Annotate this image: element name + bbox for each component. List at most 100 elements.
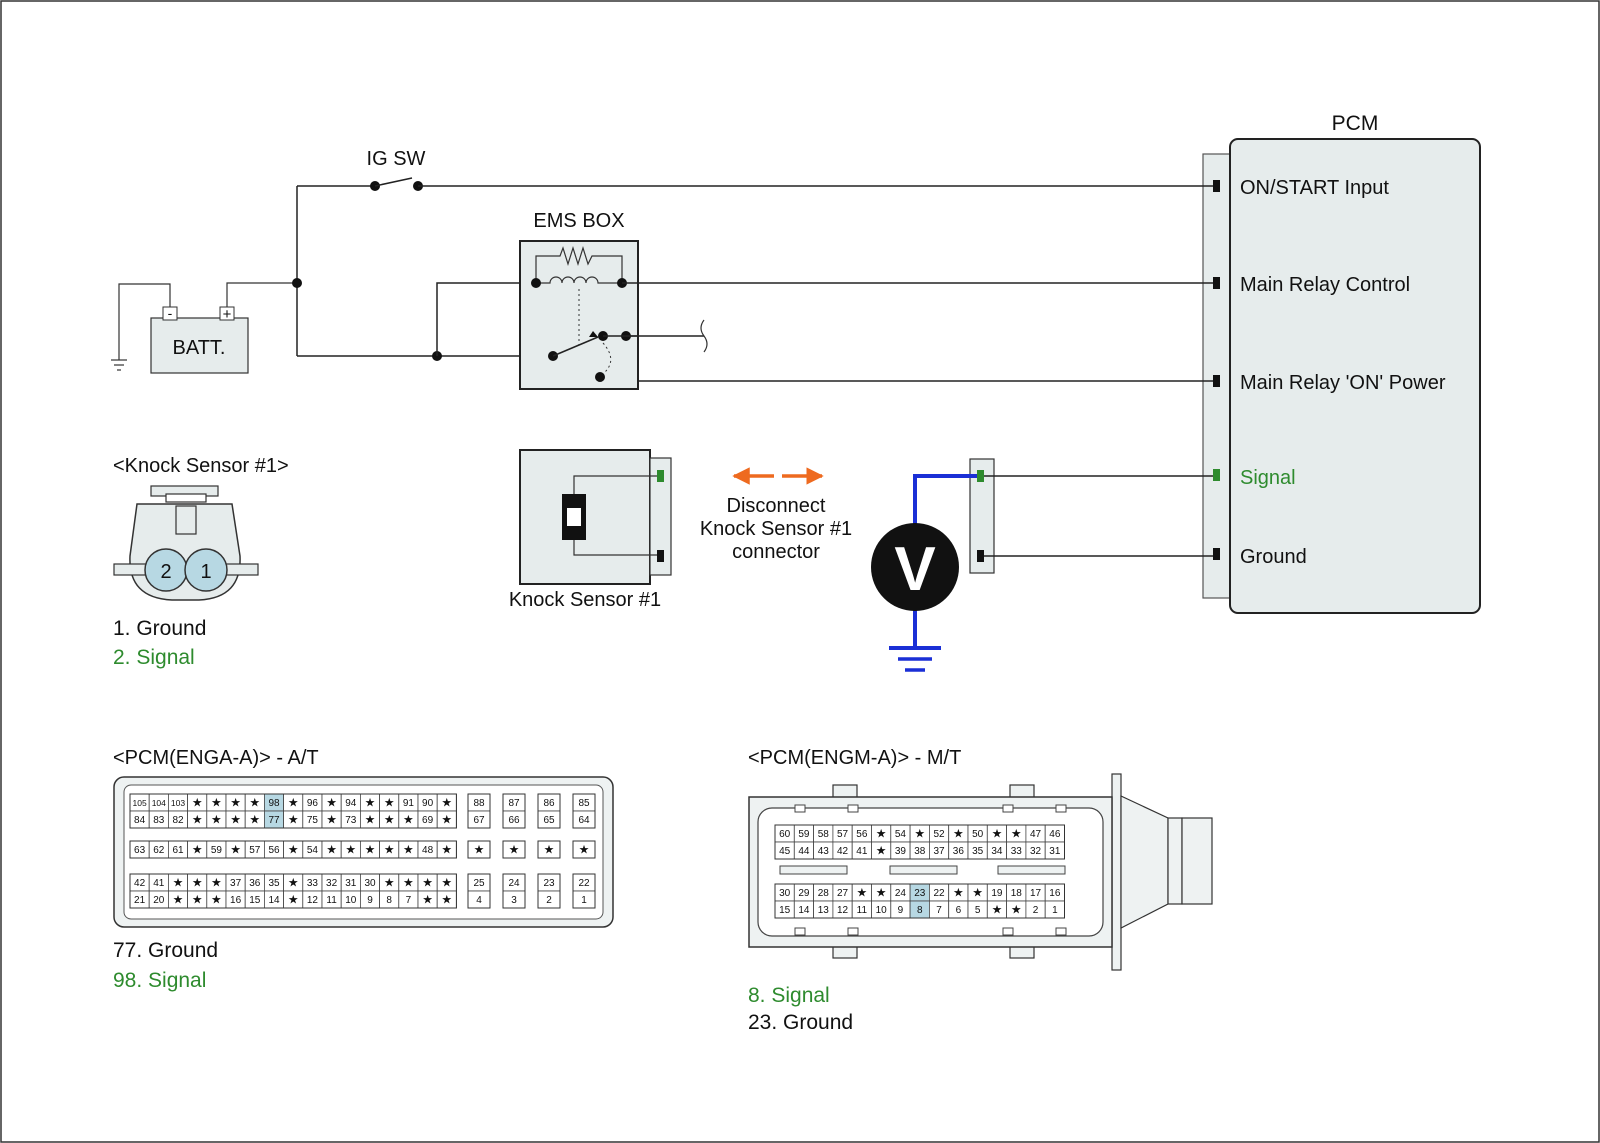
pin-label: ★	[230, 843, 241, 857]
pcm-at-title: <PCM(ENGA-A)> - A/T	[113, 747, 319, 769]
pin-label: 8	[386, 895, 392, 906]
pin-label: ★	[211, 813, 222, 827]
ig-sw-blade	[374, 177, 413, 187]
pin-label: ★	[365, 796, 376, 810]
pin-label: ★	[403, 813, 414, 827]
pin-block-frame	[502, 793, 526, 829]
battery-box	[150, 317, 249, 374]
battery-label: BATT.	[173, 337, 226, 359]
pin-label: 37	[230, 878, 242, 889]
pcm-mt-legend-signal: 8. Signal	[748, 984, 830, 1007]
pin-label: ★	[211, 796, 222, 810]
pin-label: 28	[818, 888, 830, 899]
relay-switch-travel	[602, 342, 612, 374]
knock-legend-ground: 1. Ground	[113, 617, 206, 640]
pin-label: 3	[511, 895, 517, 906]
relay-terminal	[531, 278, 541, 288]
pin-label: ★	[192, 893, 203, 907]
pin-label: 64	[578, 815, 590, 826]
pin-label: 12	[307, 895, 319, 906]
pin-label: 22	[578, 878, 590, 889]
pin-label: 36	[953, 846, 965, 857]
pin-label: ★	[192, 876, 203, 890]
pin-block-frame	[774, 883, 1065, 919]
pcm-mt-strain-relief	[1120, 795, 1169, 929]
pin-label: 105	[133, 798, 147, 808]
pcm-mt-latch	[1002, 804, 1014, 813]
pin-label: ★	[365, 843, 376, 857]
pcm-mt-latch	[1055, 927, 1067, 936]
pin-label: 57	[837, 829, 849, 840]
pcm-mt-key-slot	[889, 865, 958, 875]
pin-label: 31	[345, 878, 357, 889]
pin-block-frame	[129, 840, 457, 859]
pin-label: 24	[895, 888, 907, 899]
connector-pin-2-label: 2	[160, 561, 171, 583]
knock-sensor-connector: <Knock Sensor #1> 2 1 1. Ground 2. Signa…	[113, 455, 289, 669]
knock-sensor: Knock Sensor #1	[509, 449, 672, 611]
pin-label: 57	[249, 845, 261, 856]
pcm-label-main-relay-control: Main Relay Control	[1240, 274, 1410, 296]
pin-label: 38	[914, 846, 926, 857]
pin-label: 35	[268, 878, 280, 889]
disconnect-note-line-3: connector	[732, 541, 820, 563]
voltmeter-label: V	[894, 535, 935, 604]
pin-label: 73	[345, 815, 357, 826]
pin-label: ★	[288, 876, 299, 890]
battery: BATT. - +	[111, 282, 297, 374]
pin-label: ★	[509, 843, 520, 857]
pin-label: ★	[441, 876, 452, 890]
pin-label: 77	[268, 815, 280, 826]
knock-sensor-pin-signal	[657, 470, 664, 482]
pin-label: 60	[779, 829, 791, 840]
pin-label: 4	[476, 895, 482, 906]
pin-label: 13	[818, 905, 830, 916]
pcm-mt-key-slot	[997, 865, 1066, 875]
pin-label: ★	[192, 796, 203, 810]
pin-label: 8	[917, 905, 923, 916]
pin-label: 42	[837, 846, 849, 857]
pin-label: ★	[288, 843, 299, 857]
pin-label: 52	[933, 829, 945, 840]
pin-label: 19	[991, 888, 1003, 899]
pin-label: 50	[972, 829, 984, 840]
pcm-pin-main-relay-control	[1213, 277, 1220, 289]
pin-label: ★	[384, 876, 395, 890]
knock-legend-signal: 2. Signal	[113, 646, 195, 669]
pin-block-frame	[572, 793, 596, 829]
pin-label: 5	[975, 905, 981, 916]
pin-label: ★	[1011, 827, 1022, 841]
pin-label: 2	[546, 895, 552, 906]
pin-label: 87	[508, 798, 520, 809]
pcm-mt-latch	[847, 927, 859, 936]
pin-label: 10	[345, 895, 357, 906]
harness-pin-signal	[977, 470, 984, 482]
pcm-module: PCM ON/START Input Main Relay Control Ma…	[1202, 112, 1481, 614]
pin-label: ★	[441, 796, 452, 810]
pin-label: ★	[192, 843, 203, 857]
pin-label: 7	[406, 895, 412, 906]
pin-label: 67	[473, 815, 485, 826]
pin-label: ★	[403, 843, 414, 857]
pin-label: 54	[307, 845, 319, 856]
pin-label: 46	[1049, 829, 1061, 840]
pin-label: 31	[1049, 846, 1061, 857]
pin-label: 14	[798, 905, 810, 916]
pin-label: ★	[914, 827, 925, 841]
relay-switch-blade	[552, 336, 599, 357]
harness-connector	[969, 458, 1213, 574]
pcm-mt-title: <PCM(ENGM-A)> - M/T	[748, 747, 961, 769]
pin-label: ★	[173, 893, 184, 907]
pin-label: ★	[876, 827, 887, 841]
pin-label: ★	[288, 813, 299, 827]
pin-label: 56	[856, 829, 868, 840]
pcm-label-on-start: ON/START Input	[1240, 177, 1389, 199]
ems-box-label: EMS BOX	[533, 210, 624, 232]
pcm-pin-main-relay-on-power	[1213, 375, 1220, 387]
pcm-mt-cable-end	[1181, 817, 1213, 905]
pin-label: 45	[779, 846, 791, 857]
pin-label: ★	[972, 886, 983, 900]
pin-label: 29	[798, 888, 810, 899]
